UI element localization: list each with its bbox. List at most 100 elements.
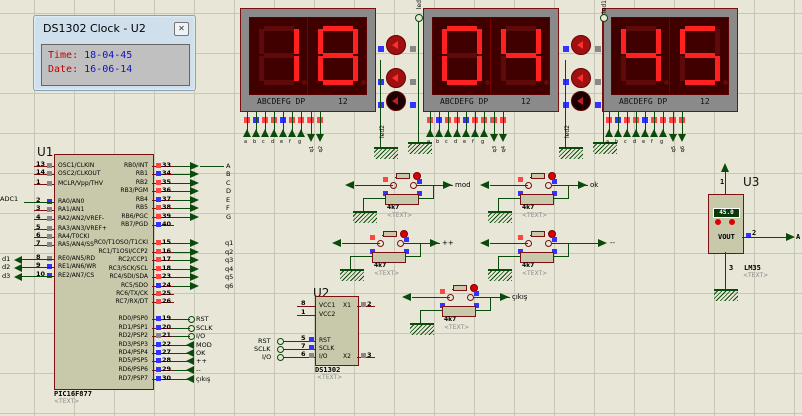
display-pin-wire	[301, 112, 302, 132]
segment-f	[680, 29, 685, 54]
net-wire	[174, 345, 190, 346]
pin-lead	[152, 294, 174, 295]
switch-contact	[410, 182, 417, 189]
input-terminal-icon	[332, 239, 341, 247]
display-pin-wire	[430, 112, 431, 132]
ground-icon	[374, 147, 398, 159]
button-wire	[433, 185, 434, 199]
segment-net-label: f	[651, 139, 653, 145]
pin-marker	[156, 249, 161, 254]
footer-digit-label: 12	[338, 97, 348, 106]
segment-net-label: f	[472, 139, 474, 145]
bus-terminal-icon	[277, 338, 284, 345]
output-terminal-icon	[190, 204, 199, 212]
segment-terminal-icon	[288, 129, 296, 137]
pin-number: 8	[301, 299, 306, 307]
net-label: MOD	[196, 341, 212, 349]
u1-chip[interactable]	[54, 154, 154, 390]
button-wire	[355, 185, 393, 186]
pin-name: X2	[343, 353, 351, 360]
display-pin-wire	[283, 112, 284, 132]
pin-number: 6	[301, 350, 306, 358]
switch-contact	[390, 182, 397, 189]
select-net-label: q3	[492, 146, 498, 153]
pin-name: RC4/SDI/SDA	[109, 273, 148, 280]
u3-reading: 45.0	[713, 208, 740, 218]
ground-icon	[714, 289, 738, 301]
pin-number: 28	[162, 356, 172, 364]
pin-marker	[47, 163, 52, 168]
pin-marker	[47, 256, 52, 261]
bus-terminal-icon	[188, 325, 195, 332]
decrease-icon[interactable]	[715, 219, 721, 225]
segment-terminal-icon	[252, 129, 260, 137]
led-pin	[378, 102, 384, 108]
text-placeholder: <TEXT>	[374, 270, 400, 277]
pin-lead	[34, 210, 54, 211]
ground-icon	[488, 211, 512, 223]
close-icon[interactable]: ✕	[174, 22, 189, 36]
display-pin-wire	[654, 112, 655, 132]
pin-name: RB3/PGM	[120, 187, 148, 194]
push-button-2[interactable]: 4k7<TEXT>++	[332, 230, 462, 283]
pin-marker	[156, 163, 161, 168]
switch-contact	[545, 182, 552, 189]
pin-number: 18	[162, 264, 172, 272]
push-button-4[interactable]: 4k7<TEXT>çıkış	[402, 284, 532, 337]
ground-icon	[559, 147, 583, 159]
pin-lead	[152, 302, 174, 303]
pin-lead	[357, 357, 375, 358]
digit-divider	[307, 18, 308, 94]
segment-net-label: c	[445, 139, 448, 145]
d2-wire	[22, 267, 54, 268]
segment-c	[656, 56, 661, 81]
pin-name: RD3/PSP3	[118, 341, 149, 348]
pin-marker	[156, 205, 161, 210]
led-red-icon	[386, 68, 406, 88]
pin-number: 19	[162, 314, 172, 322]
segment-net-label: e	[642, 139, 646, 145]
pin-lead	[297, 357, 315, 358]
pin-lead	[152, 277, 174, 278]
resistor	[520, 194, 554, 205]
pin-number: 26	[162, 297, 172, 305]
u1-text: <TEXT>	[54, 398, 80, 405]
select-terminal-icon	[307, 134, 315, 142]
input-terminal-icon	[14, 273, 22, 281]
net-label: q3	[225, 256, 234, 264]
text-placeholder: <TEXT>	[444, 324, 470, 331]
footer-pins-label: ABCDEFG DP	[619, 97, 668, 106]
push-button-0[interactable]: 4k7<TEXT>mod	[345, 172, 475, 225]
u3-pin2-wire	[742, 237, 764, 238]
output-terminal-icon	[430, 239, 439, 247]
net-label: ++	[196, 357, 207, 365]
segment-terminal-icon	[605, 129, 613, 137]
pin-number: 8	[36, 253, 41, 261]
push-button-1[interactable]: 4k7<TEXT>ok	[480, 172, 610, 225]
pin-marker	[552, 237, 557, 242]
led-pin	[563, 79, 569, 85]
increase-icon[interactable]	[729, 219, 735, 225]
pin-name: RB4	[135, 196, 148, 203]
input-terminal-icon	[14, 264, 22, 272]
segment-dp	[361, 80, 366, 85]
u1-part: PIC16F877	[54, 390, 92, 398]
u3-chip[interactable]: 45.0 VOUT	[708, 194, 744, 254]
output-terminal-icon	[190, 196, 199, 204]
push-button-3[interactable]: 4k7<TEXT>--	[480, 230, 615, 283]
select-terminal-icon	[316, 134, 324, 142]
pin-number: 9	[36, 261, 41, 269]
pin-name: RB1	[135, 170, 148, 177]
u2-chip[interactable]	[315, 296, 359, 366]
pin-name: RB0/INT	[123, 162, 148, 169]
led-pin	[378, 79, 384, 85]
net-wire	[174, 370, 190, 371]
button-wire	[490, 185, 528, 186]
select-pin-wire	[682, 112, 683, 134]
pin-marker	[47, 216, 52, 221]
resistor-value: 4k7	[522, 262, 535, 269]
